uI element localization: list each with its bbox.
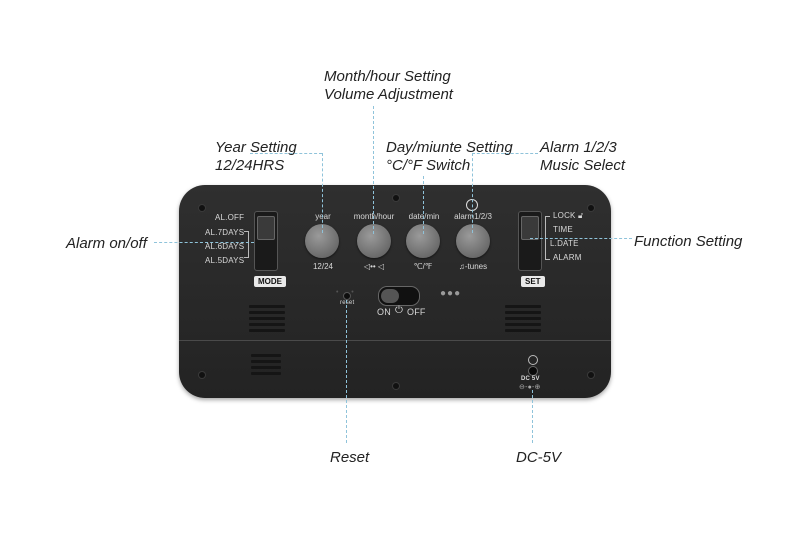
switch-position-label: AL.5DAYS [205,256,245,265]
leader-line [472,153,473,233]
switch-position-label: AL.6DAYS [205,242,245,251]
alarm-button[interactable] [456,224,490,258]
callout-reset: Reset [330,449,370,466]
leader-line [250,153,322,154]
power-switch[interactable] [378,286,420,306]
power-off-label: OFF [407,307,426,317]
screw-icon [199,205,205,211]
battery-cover-seam [179,340,611,341]
year-button-sublabel: 12/24 [312,262,334,271]
switch-label-lock: LOCK 🔓︎ [553,211,584,220]
switch-position-label: TIME [553,225,573,234]
function-slide-switch[interactable] [518,211,542,271]
callout-function: Function Setting [634,233,743,250]
leader-line [322,153,323,233]
switch-position-label: AL.OFF [215,213,245,222]
year-button-label: year [315,212,331,221]
tunes-label: ♫-tunes [458,262,488,271]
screw-icon [588,205,594,211]
leader-line [530,238,632,239]
date-min-button-label: date/min [408,212,440,221]
power-icon: ⏻ [395,305,404,316]
switch-position-label: L.DATE [550,239,579,248]
lock-icon: 🔓︎ [578,211,584,220]
battery-grille [251,354,281,378]
alarm-button-label: alarm1/2/3 [454,212,492,221]
mode-button[interactable]: MODE [254,276,286,287]
reset-label: reset [340,300,355,306]
screw-icon [199,372,205,378]
dc-label: DC 5V [521,376,540,382]
leader-line [532,390,533,443]
month-hour-button[interactable] [357,224,391,258]
temp-unit-label: ℃/℉ [413,262,433,271]
indicator-dots: ●●● [440,288,462,299]
switch-position-label: ALARM [553,253,582,262]
month-hour-button-label: month/hour [353,212,395,221]
screw-icon [393,383,399,389]
switch-position-label: AL.7DAYS [205,228,245,237]
reset-pinhole-icon[interactable] [343,292,351,300]
dc-polarity-symbol: ⊖-●-⊕ [519,384,541,391]
callout-dc: DC-5V [516,449,562,466]
leader-line [373,106,374,234]
dc-polarity-icon [528,355,538,365]
alarm-slide-switch[interactable] [254,211,278,271]
speaker-grille [505,305,541,335]
screw-icon [588,372,594,378]
leader-line [423,176,424,234]
leader-line [472,153,538,154]
switch-bracket [244,231,249,258]
callout-alarm-onoff: Alarm on/off [66,235,147,252]
reset-dot-marks: • • [336,289,355,296]
set-button[interactable]: SET [521,276,545,287]
power-on-label: ON [377,307,391,317]
callout-day-minute: Day/miunte Setting°C/°F Switch [386,139,513,174]
dc-jack[interactable] [528,366,538,376]
screw-icon [393,195,399,201]
speaker-grille [249,305,285,335]
volume-icon: ◁•• ◁ [363,262,385,271]
leader-line [346,300,347,443]
leader-line [154,242,254,243]
